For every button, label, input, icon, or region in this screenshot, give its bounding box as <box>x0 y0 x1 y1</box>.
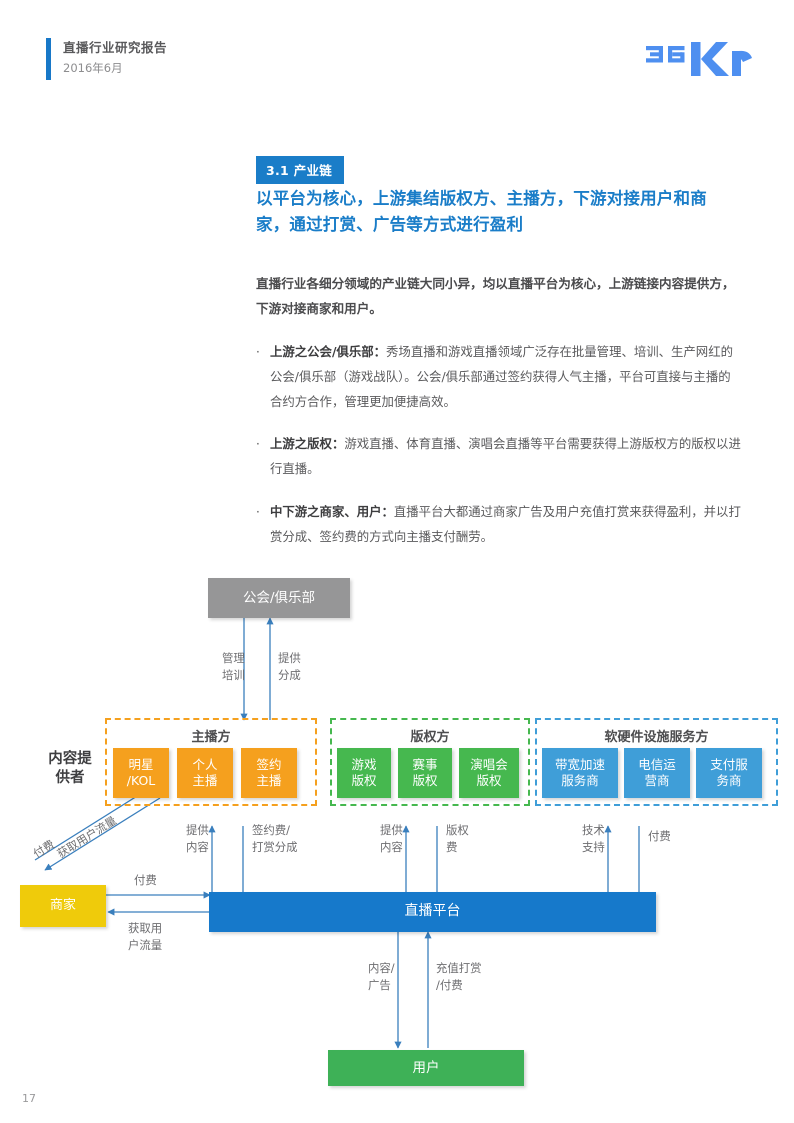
flow-label-user-down: 内容/ 广告 <box>368 961 395 992</box>
flow-label-service-up: 技术 支持 <box>582 823 605 854</box>
node-celebrity-kol[interactable]: 明星 /KOL <box>113 748 169 798</box>
node-merchant[interactable]: 商家 <box>20 885 106 927</box>
flow-label-guild-down: 管理 培训 <box>222 651 245 682</box>
header-text: 直播行业研究报告 2016年6月 <box>63 38 167 80</box>
flow-label-merchant-pay: 付费 <box>134 873 157 887</box>
bullet-text: 上游之版权：游戏直播、体育直播、演唱会直播等平台需要获得上游版权方的版权以进行直… <box>270 432 742 482</box>
brand-logo-36kr <box>644 38 754 84</box>
group-title: 软硬件设施服务方 <box>604 730 709 745</box>
list-item: · 上游之公会/俱乐部：秀场直播和游戏直播领域广泛存在批量管理、培训、生产网红的… <box>256 340 742 414</box>
bullet-body: 秀场直播和游戏直播领域广泛存在批量管理、培训、生产网红的公会/俱乐部（游戏战队）… <box>270 344 733 409</box>
bullet-marker: · <box>256 437 260 452</box>
flow-label-guild-up: 提供 分成 <box>278 651 301 682</box>
node-payment-provider[interactable]: 支付服 务商 <box>696 748 762 798</box>
list-item: · 上游之版权：游戏直播、体育直播、演唱会直播等平台需要获得上游版权方的版权以进… <box>256 432 742 482</box>
diagram-connectors <box>34 617 643 1049</box>
bullet-text: 中下游之商家、用户：直播平台大都通过商家广告及用户充值打赏来获得盈利，并以打赏分… <box>270 500 742 550</box>
bullet-lead-in: 上游之公会/俱乐部： <box>270 344 387 359</box>
group-infrastructure: 软硬件设施服务方 <box>535 718 778 806</box>
group-title: 主播方 <box>191 730 231 745</box>
node-event-copyright[interactable]: 赛事 版权 <box>398 748 452 798</box>
content-provider-label: 内容提 供者 <box>48 751 92 786</box>
bullet-marker: · <box>256 345 260 359</box>
bullet-marker: · <box>256 505 260 520</box>
flow-label-anchor-down: 签约费/ 打赏分成 <box>252 823 298 854</box>
node-telecom-operator[interactable]: 电信运 营商 <box>624 748 690 798</box>
node-individual-anchor[interactable]: 个人 主播 <box>177 748 233 798</box>
section-tag: 3.1 产业链 <box>256 156 345 184</box>
group-copyright: 版权方 <box>330 718 530 806</box>
node-contracted-anchor[interactable]: 签约 主播 <box>241 748 297 798</box>
industry-chain-diagram: 内容提 供者 公会/俱乐部 管理 培训 提供 分成 主播方 明星 /KOL 个人… <box>0 560 794 1100</box>
header-accent-bar <box>46 38 51 80</box>
flow-label-merchant-traffic: 获取用 户流量 <box>128 921 163 952</box>
list-item: · 中下游之商家、用户：直播平台大都通过商家广告及用户充值打赏来获得盈利，并以打… <box>256 500 742 550</box>
report-date: 2016年6月 <box>63 61 123 75</box>
report-title: 直播行业研究报告 <box>63 40 168 55</box>
bullet-text: 上游之公会/俱乐部：秀场直播和游戏直播领域广泛存在批量管理、培训、生产网红的公会… <box>270 340 742 414</box>
flow-label-copyright-up: 提供 内容 <box>380 823 403 854</box>
node-game-copyright[interactable]: 游戏 版权 <box>337 748 391 798</box>
node-user[interactable]: 用户 <box>328 1050 524 1086</box>
flow-label-user-up: 充值打赏 /付费 <box>436 961 482 992</box>
lead-paragraph: 直播行业各细分领域的产业链大同小异，均以直播平台为核心，上游链接内容提供方，下游… <box>256 276 735 316</box>
node-cdn-provider[interactable]: 带宽加速 服务商 <box>542 748 618 798</box>
bullet-body: 游戏直播、体育直播、演唱会直播等平台需要获得上游版权方的版权以进行直播。 <box>270 436 741 477</box>
flow-label-anchor-up: 提供 内容 <box>186 823 209 854</box>
node-live-platform[interactable]: 直播平台 <box>209 892 656 932</box>
page-header: 直播行业研究报告 2016年6月 <box>46 38 167 80</box>
bullet-body: 直播平台大都通过商家广告及用户充值打赏来获得盈利，并以打赏分成、签约费的方式向主… <box>270 504 741 544</box>
node-guild-club[interactable]: 公会/俱乐部 <box>208 578 350 618</box>
section-headline: 以平台为核心，上游集结版权方、主播方，下游对接用户和商家，通过打赏、广告等方式进… <box>256 189 707 234</box>
page-number: 17 <box>22 1092 36 1105</box>
flow-label-service-down: 付费 <box>648 829 671 843</box>
node-concert-copyright[interactable]: 演唱会 版权 <box>459 748 519 798</box>
bullet-lead-in: 中下游之商家、用户： <box>270 504 394 520</box>
flow-label-copyright-down: 版权 费 <box>446 823 469 854</box>
bullet-lead-in: 上游之版权： <box>270 436 345 452</box>
group-anchors: 主播方 <box>105 718 317 806</box>
bullet-list: · 上游之公会/俱乐部：秀场直播和游戏直播领域广泛存在批量管理、培训、生产网红的… <box>256 340 742 568</box>
group-title: 版权方 <box>410 730 450 745</box>
